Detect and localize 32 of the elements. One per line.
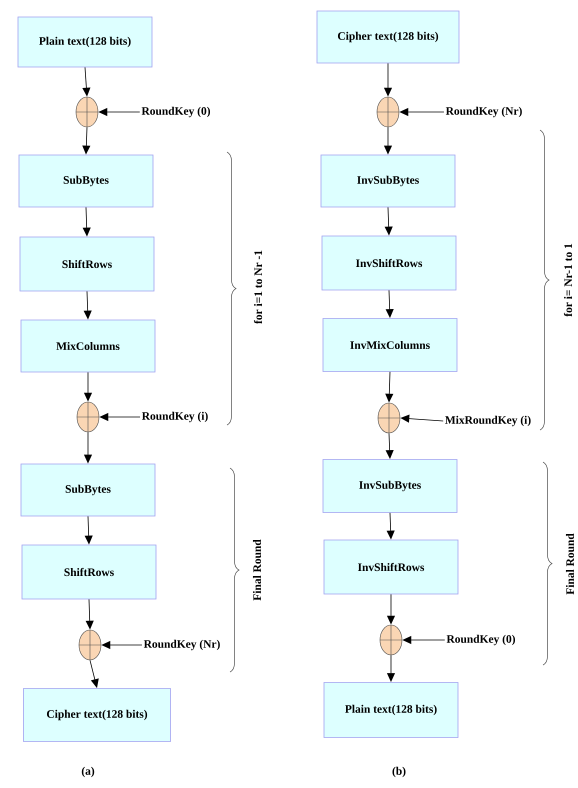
process-box: Cipher text(128 bits)	[23, 688, 171, 742]
process-box: InvShiftRows	[324, 540, 458, 594]
process-box: InvSubBytes	[320, 154, 456, 208]
panel-label: (a)	[82, 766, 94, 778]
panel-label: (b)	[392, 766, 406, 778]
process-box: InvShiftRows	[322, 236, 456, 290]
process-box: MixColumns	[20, 320, 156, 372]
loop-label: Final Round	[252, 539, 262, 601]
xor-symbol	[76, 402, 100, 432]
process-box: ShiftRows	[22, 544, 156, 600]
process-box: ShiftRows	[20, 236, 154, 292]
process-box: SubBytes	[18, 154, 154, 208]
key-label: MixRoundKey (i)	[445, 416, 531, 426]
xor-symbol	[78, 630, 102, 660]
xor-symbol	[376, 96, 400, 128]
key-label: RoundKey (Nr)	[446, 106, 522, 118]
key-label: RoundKey (Nr)	[144, 640, 220, 650]
xor-symbol	[378, 402, 400, 434]
key-label: RoundKey (i)	[142, 412, 208, 422]
key-label: RoundKey (0)	[142, 106, 210, 118]
loop-label: Final Round	[566, 533, 574, 595]
xor-symbol	[76, 96, 98, 128]
process-box: Cipher text(128 bits)	[316, 10, 460, 64]
process-box: InvSubBytes	[322, 459, 458, 513]
process-box: Plain text(128 bits)	[18, 16, 152, 68]
process-box: Plain text(128 bits)	[324, 682, 458, 738]
xor-symbol	[380, 624, 402, 656]
loop-label: for i= Nr-1 to 1	[564, 244, 572, 317]
process-box: SubBytes	[20, 464, 156, 516]
process-box: InvMixColumns	[322, 318, 458, 372]
loop-label: for i=1 to Nr -1	[254, 250, 262, 324]
key-label: RoundKey (0)	[446, 634, 516, 646]
